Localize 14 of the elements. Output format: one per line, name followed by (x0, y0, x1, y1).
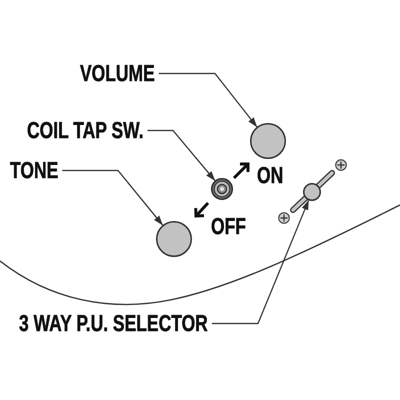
callout-label: TONE (10, 159, 58, 182)
toggle-switch (211, 178, 233, 200)
control-knob (156, 221, 192, 257)
leader-line (62, 170, 164, 226)
callout-label: 3 WAY P.U. SELECTOR (19, 312, 208, 335)
leader-line (148, 130, 216, 181)
callout-label: COIL TAP SW. (27, 119, 144, 142)
leader-line (158, 72, 258, 128)
selector-knob (303, 183, 321, 201)
control-knob (250, 123, 286, 159)
switch-position-label: ON (257, 164, 284, 187)
leader-line (212, 200, 310, 324)
switch-position-label: OFF (211, 215, 246, 238)
callout-label: VOLUME (80, 62, 155, 85)
